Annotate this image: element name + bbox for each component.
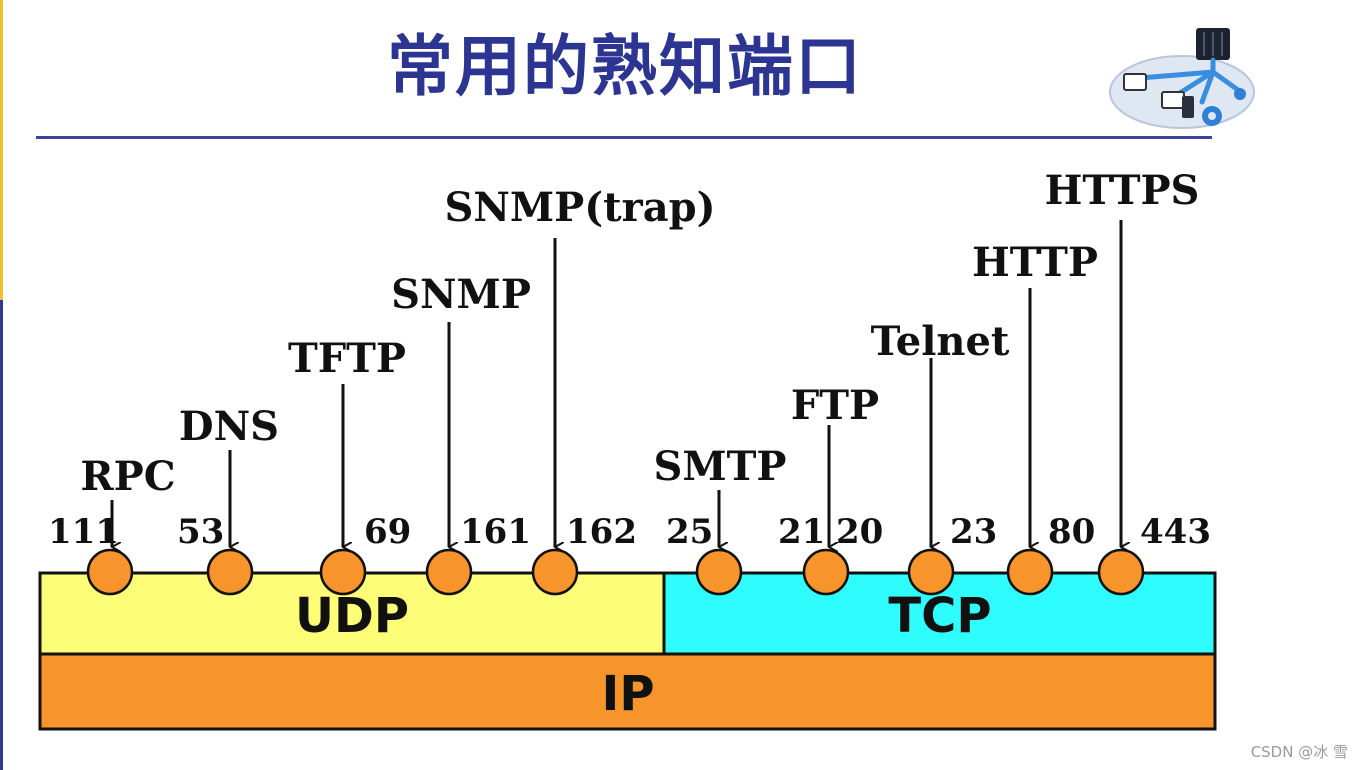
tcp-layer-label: TCP <box>888 588 991 644</box>
port-circle-53 <box>206 548 254 596</box>
udp-layer-label: UDP <box>295 588 409 644</box>
port-number-162: 162 <box>566 512 637 552</box>
left-edge-accent-lower <box>0 300 3 770</box>
protocol-label-tftp: TFTP <box>288 335 406 382</box>
watermark: CSDN @冰 雪 <box>1250 743 1348 761</box>
port-circle-25 <box>695 548 743 596</box>
protocol-label-snmp-trap: SNMP(trap) <box>444 184 715 231</box>
port-number-69: 69 <box>364 512 411 552</box>
ip-layer-box <box>38 652 1217 731</box>
protocol-label-telnet: Telnet <box>871 318 1010 365</box>
port-number-111: 111 <box>48 512 119 552</box>
protocol-label-snmp: SNMP <box>391 271 531 318</box>
port-number-443: 443 <box>1140 512 1211 552</box>
port-number-21: 21 <box>778 512 825 552</box>
port-circle-21-20 <box>802 548 850 596</box>
port-number-23: 23 <box>950 512 997 552</box>
port-circle-23 <box>907 548 955 596</box>
protocol-label-dns: DNS <box>179 403 279 450</box>
protocol-label-https: HTTPS <box>1045 167 1200 214</box>
port-circle-162 <box>531 548 579 596</box>
port-circle-443 <box>1097 548 1145 596</box>
port-number-53: 53 <box>177 512 224 552</box>
port-number-20: 20 <box>836 512 883 552</box>
port-circle-80 <box>1006 548 1054 596</box>
protocol-label-smtp: SMTP <box>653 443 786 490</box>
network-server-icon <box>1109 28 1255 129</box>
title-divider <box>36 136 1212 139</box>
protocol-label-http: HTTP <box>972 239 1098 286</box>
protocol-label-rpc: RPC <box>80 453 175 500</box>
ip-layer-label: IP <box>601 666 654 722</box>
left-edge-accent <box>0 0 3 300</box>
protocol-label-ftp: FTP <box>791 382 879 429</box>
port-number-25: 25 <box>666 512 713 552</box>
port-circle-161 <box>425 548 473 596</box>
port-circle-69 <box>319 548 367 596</box>
port-number-80: 80 <box>1048 512 1095 552</box>
port-number-161: 161 <box>460 512 531 552</box>
port-circle-111 <box>86 548 134 596</box>
page-title: 常用的熟知端口 <box>387 28 863 105</box>
